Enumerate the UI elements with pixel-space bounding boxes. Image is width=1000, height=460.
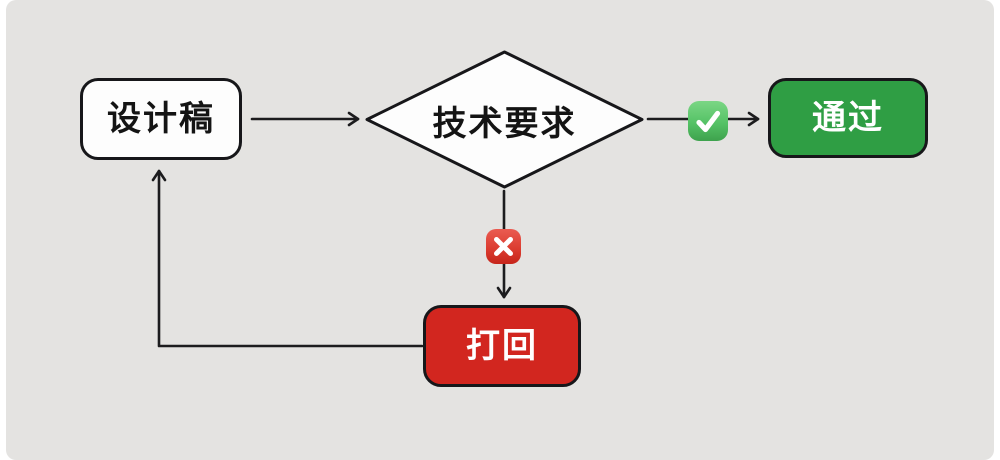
node-design-draft: 设计稿: [80, 78, 242, 160]
node-reject: 打回: [423, 305, 581, 387]
node-pass: 通过: [768, 78, 928, 158]
node-reject-label: 打回: [466, 327, 538, 365]
cross-mark-icon: [486, 229, 521, 264]
edge-reject-to-design: [151, 169, 424, 348]
node-decision-label: 技术要求: [432, 104, 577, 143]
decision-diamond-shape: [365, 50, 644, 189]
check-mark-icon: [688, 101, 728, 141]
node-design-draft-label: 设计稿: [107, 100, 215, 138]
node-decision: 技术要求: [399, 100, 610, 143]
node-pass-label: 通过: [812, 99, 884, 137]
